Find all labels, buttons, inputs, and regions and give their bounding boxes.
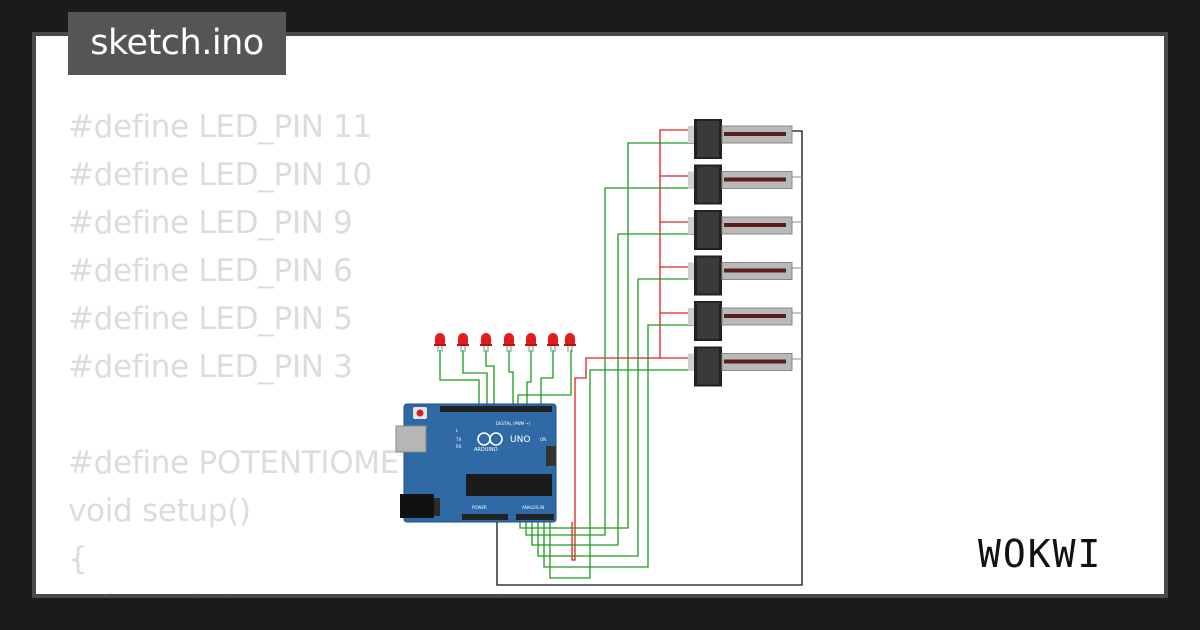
code-line: #define LED_PIN 5 bbox=[68, 301, 353, 337]
file-tab[interactable]: sketch.ino bbox=[68, 12, 286, 75]
code-line bbox=[68, 391, 520, 439]
code-line: #define LED_PIN 3 bbox=[68, 349, 353, 385]
code-line: pinMode(LED_PIN, OUTPUT); bbox=[68, 583, 520, 594]
code-line: #define LED_PIN 6 bbox=[68, 253, 353, 289]
preview-card: #define LED_PIN 11 #define LED_PIN 10 #d… bbox=[36, 36, 1164, 594]
code-line: { bbox=[68, 541, 88, 577]
wokwi-logo-icon: WOKWI bbox=[978, 532, 1102, 576]
code-line: #define LED_PIN 11 bbox=[68, 109, 372, 145]
code-line: #define LED_PIN 9 bbox=[68, 205, 353, 241]
code-line: void setup() bbox=[68, 493, 251, 529]
code-line: #define LED_PIN 10 bbox=[68, 157, 372, 193]
code-preview: #define LED_PIN 11 #define LED_PIN 10 #d… bbox=[68, 103, 520, 594]
wokwi-logo-text: WOKWI bbox=[978, 532, 1102, 576]
code-line: #define POTENTIOMETER bbox=[68, 445, 459, 481]
